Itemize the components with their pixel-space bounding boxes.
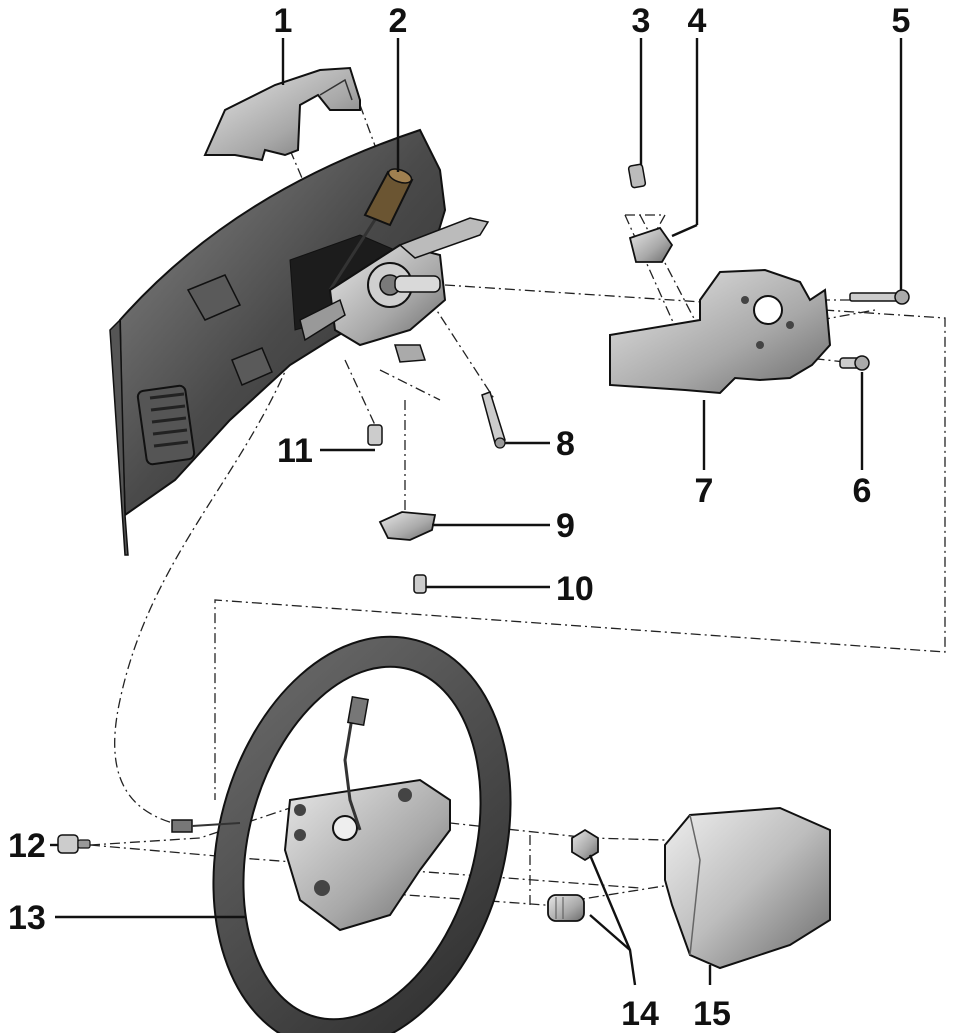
mounting-bracket-part-7 [609,268,832,395]
bolt-part-10 [413,574,427,594]
callout-7: 7 [695,472,714,510]
callout-leaders [50,38,903,986]
plate-part-9 [378,511,437,541]
bushing-part-14 [547,894,585,922]
steering-wheel-part-13 [171,635,512,1033]
screw-part-8 [481,391,506,449]
callout-4: 4 [688,2,707,40]
bolt-part-11 [367,424,383,446]
callout-12: 12 [8,827,46,865]
clip-nut-part-4 [628,226,674,263]
callout-13: 13 [8,899,46,937]
callout-10: 10 [556,570,594,608]
callout-1: 1 [274,2,293,40]
callout-11: 11 [277,432,313,470]
callout-labels: 1 2 3 4 5 6 7 8 9 10 11 12 13 14 15 [8,2,910,1033]
callout-3: 3 [632,2,651,40]
column-switch-assembly [299,217,490,363]
callout-2: 2 [389,2,408,40]
callout-14: 14 [621,995,659,1033]
column-cover-part-1 [203,66,361,162]
airbag-unit-part-15 [664,806,831,970]
callout-8: 8 [556,425,575,463]
callout-9: 9 [556,507,575,545]
assembly-lines [89,104,946,906]
callout-15: 15 [693,995,731,1033]
bolt-part-12 [57,834,91,854]
screwdriver-part-2 [328,168,414,291]
bolt-part-3 [627,163,647,189]
nut-part-14 [571,828,599,862]
long-bolt-part-5 [849,289,910,305]
callout-6: 6 [853,472,872,510]
bolt-part-6 [839,355,870,371]
callout-5: 5 [892,2,911,40]
